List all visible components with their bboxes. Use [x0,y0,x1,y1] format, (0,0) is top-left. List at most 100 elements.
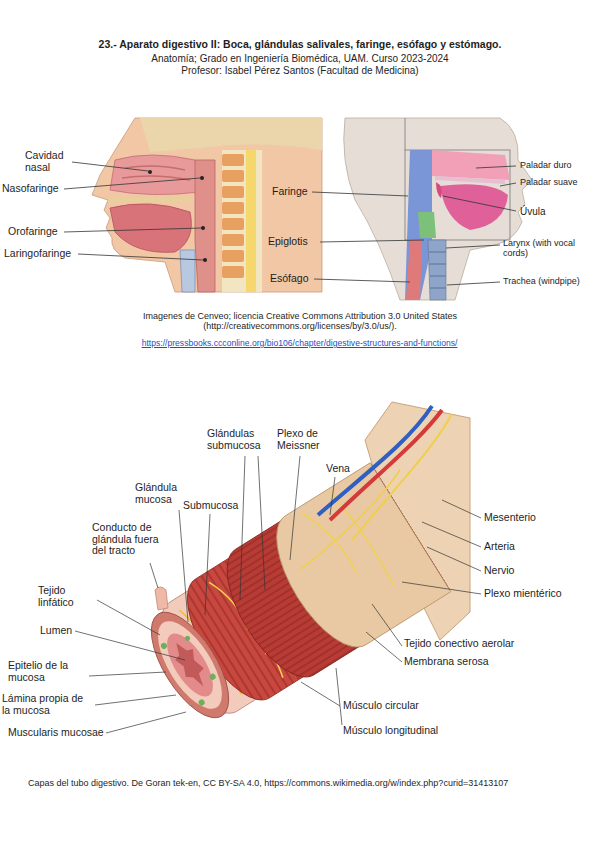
illustration-shape [344,118,532,300]
illustration-shape [222,202,244,214]
part-label: Glándulas submucosa [207,428,277,451]
part-label: Tejido conectivo aerolar [404,638,594,650]
illustration-shape [222,234,244,246]
illustration-shape [64,228,201,232]
illustration-shape [155,587,168,610]
page-title: 23.- Aparato digestivo II: Boca, glándul… [40,39,560,51]
illustration-shape [246,150,256,292]
part-label: Nervio [484,565,584,577]
illustration-shape [422,522,481,547]
part-label: Úvula [520,206,580,217]
illustration-shape [95,695,176,705]
image-credit: Imagenes de Cenveo; licencia Creative Co… [110,312,490,332]
illustration-shape [184,635,191,642]
part-label: Conducto de glándula fuera del tracto [92,522,174,557]
part-label: Plexo de Meissner [277,428,339,451]
illustration-shape [257,463,450,662]
part-label: Esófago [270,273,320,285]
illustration-shape [443,196,516,211]
illustration-shape [205,514,210,615]
illustration-shape [446,245,500,248]
part-label: Lámina propia de la mucosa [2,693,94,716]
illustration-shape [110,155,200,195]
illustration-shape [476,166,516,168]
illustration-shape [92,118,322,292]
subtitle: Anatomía; Grado en Ingeniería Biomédica,… [40,53,560,64]
illustration-shape [222,150,262,292]
illustration-shape [428,240,446,300]
illustration-shape [320,240,424,242]
illustration-shape [179,510,188,622]
part-label: Músculo circular [343,700,503,712]
part-label: Paladar suave [520,178,598,188]
illustration-shape [140,118,322,152]
part-label: Músculo longitudinal [343,725,503,737]
illustration-shape [146,611,235,718]
illustration-shape [500,183,516,186]
part-label: Trachea (windpipe) [503,277,597,287]
illustration-shape [110,204,191,253]
illustration-shape [402,582,481,594]
illustration-shape [336,668,342,725]
illustration-shape [203,258,207,262]
illustration-shape [330,477,335,515]
illustration-shape [180,250,195,292]
illustration-shape [75,631,185,660]
illustration-shape [222,186,244,198]
illustration-shape [290,456,300,560]
part-label: Paladar duro [520,161,598,171]
illustration-shape [136,600,244,729]
part-label: Lumen [40,625,80,637]
part-label: Muscularis mucosae [8,727,108,739]
part-label: Epitelio de la mucosa [8,660,88,683]
illustration-shape [418,212,436,238]
part-label: Submucosa [183,500,243,512]
part-label: Tejido linfático [38,585,96,608]
part-label: Epiglotis [268,236,328,248]
illustration-shape [435,178,505,182]
illustration-shape [300,470,400,570]
illustration-shape [72,162,148,171]
sagittal-head [92,118,322,292]
illustration-shape [405,118,406,150]
part-label: Membrana serosa [404,656,594,668]
illustration-shape [352,414,452,540]
illustration-shape [64,178,200,189]
illustration-shape [168,637,213,691]
illustration-shape [430,150,510,180]
profile-head [344,118,532,300]
illustration-shape [301,682,340,706]
illustration-shape [436,182,442,198]
illustration-shape [429,264,446,265]
illustration-shape [222,266,244,278]
illustration-shape [222,170,244,182]
subtitle: Profesor: Isabel Pérez Santos (Facultad … [40,65,560,76]
part-label: Plexo mientérico [484,588,594,600]
leader-lines [75,456,481,733]
part-label: Vena [326,463,366,475]
part-label: Glándula mucosa [135,482,185,505]
illustration-shape [106,712,186,733]
illustration-shape [78,254,203,260]
part-label: Orofaringe [8,226,78,238]
illustration-shape [258,456,265,590]
leader-lines [64,162,203,260]
credit-link: https://pressbooks.ccconline.org/bio106/… [20,339,579,348]
part-label: Laringofaringe [4,248,89,260]
illustration-shape [200,176,204,180]
illustration-shape [160,642,168,650]
illustration-shape [222,218,244,230]
illustration-shape [201,226,205,230]
illustration-shape [97,600,160,635]
illustration-shape [198,698,206,706]
illustration-shape [406,240,422,300]
blood-vessels [300,406,452,570]
illustration-shape [312,192,408,196]
figure-caption: Capas del tubo digestivo. De Goran tek-e… [28,779,593,789]
part-label: Faringe [272,186,322,198]
illustration-shape [240,456,245,600]
illustration-shape [209,673,217,681]
illustration-shape [148,170,152,174]
illustration-shape [195,160,215,292]
